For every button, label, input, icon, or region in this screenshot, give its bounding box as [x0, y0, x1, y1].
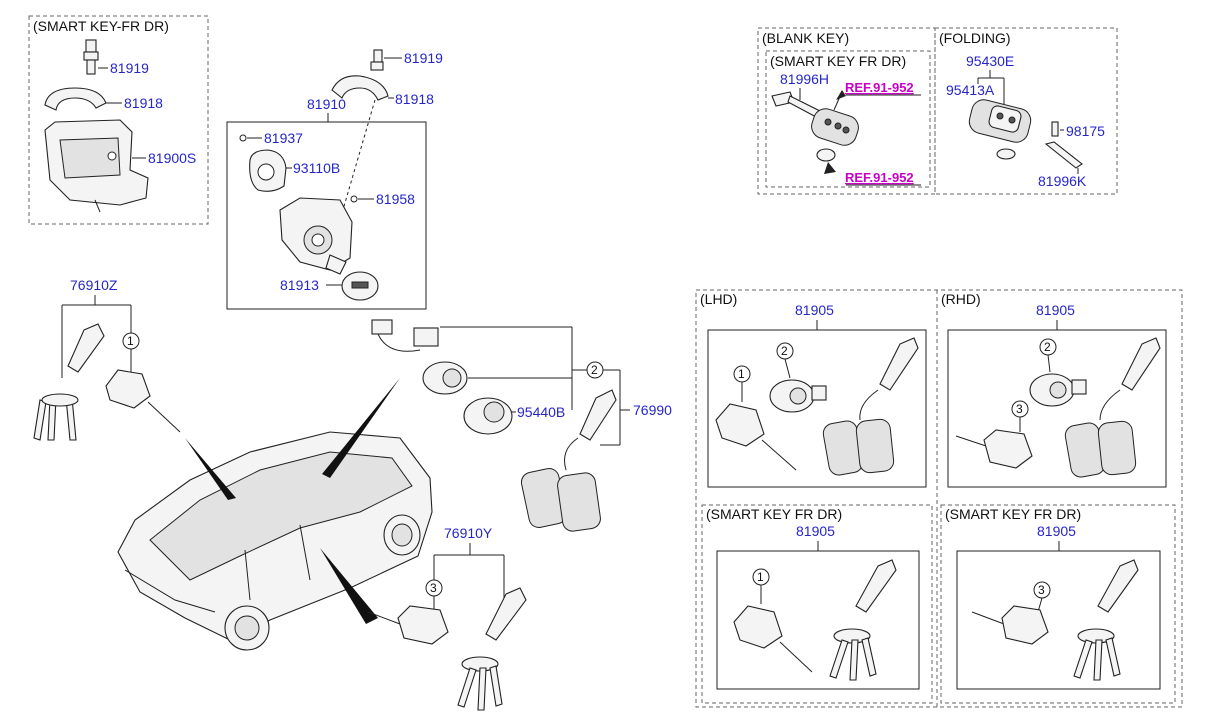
folding-key-fob-drawing: [968, 99, 1032, 160]
part-98175: 98175: [1066, 123, 1105, 139]
part-81900s: 81900S: [148, 150, 196, 166]
start-button-95440b-drawing: [463, 397, 513, 435]
callout-1: 1: [127, 334, 134, 348]
vehicle-drawing: [117, 431, 433, 651]
lock-body-93110b-drawing: [249, 149, 287, 192]
ignition-switch-drawing: [422, 361, 468, 395]
sk-rhd-door-lock-drawing: [971, 605, 1049, 645]
part-81905-rhd: 81905: [1036, 302, 1075, 318]
smart-key-fr-dr-blank-box: [765, 50, 931, 188]
part-81905-sk-rhd: 81905: [1037, 523, 1076, 539]
callout-rhd-3: 3: [1016, 402, 1023, 416]
folding-label: (FOLDING): [939, 30, 1011, 46]
rhd-label: (RHD): [941, 291, 981, 307]
lhd-rhd-outer-box: [695, 289, 1183, 708]
key-set-76910y-keys-drawing: [457, 587, 527, 711]
callout-sk-lhd-1: 1: [757, 570, 764, 584]
connector-wire-drawing: [371, 319, 439, 352]
folding-box: [934, 27, 1118, 195]
part-81919-b: 81919: [404, 50, 443, 66]
part-76910z: 76910Z: [70, 277, 118, 293]
part-81958: 81958: [376, 191, 415, 207]
part-81996k: 81996K: [1038, 173, 1087, 189]
ref-91-952-a[interactable]: REF.91-952: [845, 80, 914, 95]
smart-key-fobs-76990-drawing: [520, 389, 617, 532]
part-93110b: 93110B: [293, 160, 340, 176]
smart-key-lhd-kit-box: [716, 550, 920, 690]
smart-key-fr-dr-rhd-label: (SMART KEY FR DR): [945, 506, 1081, 522]
part-81996h: 81996H: [780, 71, 829, 87]
smart-key-fr-dr-lhd-box: [701, 504, 933, 704]
steering-lock-assembly-drawing: [279, 197, 353, 275]
lhd-ignition-drawing: [769, 379, 827, 413]
smart-key-fr-dr-blank-label: (SMART KEY FR DR): [770, 53, 906, 69]
smart-key-fr-dr-box: [28, 15, 209, 225]
ref-91-952-b[interactable]: REF.91-952: [845, 170, 914, 185]
sk-lhd-door-lock-drawing: [733, 605, 813, 673]
leader-wedge-door: [320, 548, 378, 624]
smart-key-fr-dr-rhd-box: [940, 504, 1176, 704]
part-81913: 81913: [280, 277, 319, 293]
smart-key-rhd-kit-box: [956, 550, 1161, 690]
callout-rhd-2: 2: [1044, 340, 1051, 354]
key-cylinder-81913-drawing: [341, 271, 379, 301]
bolt-81919-b-drawing: [370, 49, 384, 71]
bolt-81919-a-drawing: [83, 39, 99, 75]
lhd-label: (LHD): [700, 291, 737, 307]
key-set-76910z-keys-drawing: [33, 323, 105, 441]
bracket-81918-b-drawing: [331, 75, 389, 101]
lhd-door-lock-drawing: [715, 403, 797, 471]
part-76990: 76990: [633, 402, 672, 418]
rhd-kit-box: [947, 329, 1167, 488]
bracket-81918-a-drawing: [44, 87, 107, 111]
rhd-ignition-drawing: [1029, 373, 1087, 407]
part-95440b: 95440B: [517, 404, 565, 420]
part-81918-b: 81918: [395, 91, 434, 107]
leader-wedge-steering: [185, 438, 236, 500]
callout-lhd-2: 2: [781, 344, 788, 358]
sk-lhd-keys-drawing: [829, 559, 897, 681]
sk-rhd-keys-drawing: [1073, 559, 1139, 681]
part-81905-sk-lhd: 81905: [796, 523, 835, 539]
callout-2: 2: [591, 363, 598, 377]
smart-key-fr-dr-lhd-label: (SMART KEY FR DR): [706, 506, 842, 522]
lhd-kit-box: [707, 329, 927, 488]
callout-sk-rhd-3: 3: [1038, 583, 1045, 597]
smart-key-fob-blank-drawing: [811, 108, 859, 146]
part-81910: 81910: [307, 96, 346, 112]
callout-lhd-1: 1: [738, 367, 745, 381]
part-76910y: 76910Y: [444, 525, 493, 541]
lock-housing-81900s-drawing: [44, 119, 149, 213]
leader-wedge-ignition: [322, 378, 400, 478]
smart-key-fr-dr-label: (SMART KEY-FR DR): [33, 18, 169, 34]
lhd-key-fobs-drawing: [822, 337, 919, 476]
door-lock-76910y-drawing: [367, 605, 449, 645]
key-cylinder-box: [226, 121, 427, 310]
part-95413a: 95413A: [946, 82, 995, 98]
part-81918-a: 81918: [124, 95, 163, 111]
callout-3: 3: [430, 581, 437, 595]
door-lock-76910z-drawing: [105, 369, 181, 433]
part-81905-lhd: 81905: [795, 302, 834, 318]
rhd-door-lock-drawing: [955, 429, 1033, 469]
rhd-key-fobs-drawing: [1064, 337, 1161, 478]
part-81919-a: 81919: [110, 60, 149, 76]
emergency-key-81996h-drawing: [771, 91, 823, 119]
battery-drawing: [816, 148, 836, 162]
blank-key-label: (BLANK KEY): [762, 30, 849, 46]
part-95430e: 95430E: [966, 53, 1014, 69]
part-81937: 81937: [264, 130, 303, 146]
